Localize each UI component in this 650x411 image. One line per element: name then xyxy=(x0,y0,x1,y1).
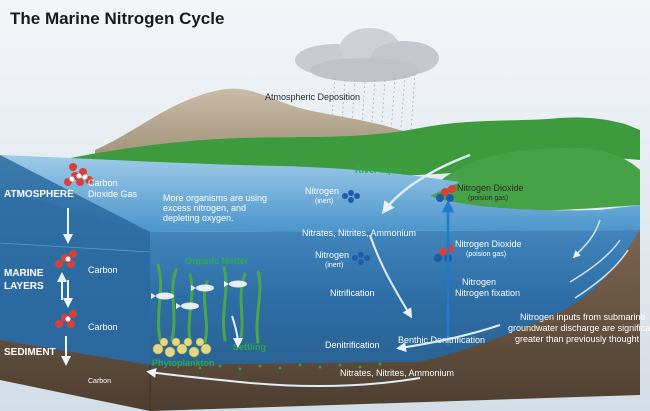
label-carbon-dioxide-2: Dioxide Gas xyxy=(88,189,138,199)
label-denitrification: Denitrification xyxy=(325,340,380,350)
label-groundwater-3: greater than previously thought xyxy=(515,334,640,344)
label-nitrates-bottom: Nitrates, Nitrites, Ammonium xyxy=(340,368,454,378)
label-carbon-dioxide-1: Carbon xyxy=(88,178,118,188)
label-organic-matter: Organic Matter xyxy=(185,256,249,266)
label-river-input: River Input xyxy=(355,165,402,175)
label-groundwater-1: Nitrogen inputs from submarine xyxy=(520,312,646,322)
rain-cloud-icon xyxy=(295,28,439,153)
label-more-organisms-1: More organisms are using xyxy=(163,193,267,203)
label-groundwater-2: groundwater discharge are significantly xyxy=(508,323,650,333)
seaweed-illustration xyxy=(156,263,262,344)
ocean-left-face xyxy=(0,155,150,385)
label-sediment: SEDIMENT xyxy=(4,347,56,358)
sediment-layer xyxy=(0,230,640,411)
label-atmospheric-deposition: Atmospheric Deposition xyxy=(265,92,360,102)
coastal-land xyxy=(430,147,640,212)
label-nitrogen-fixation-1: Nitrogen xyxy=(462,277,496,287)
diagram-title: The Marine Nitrogen Cycle xyxy=(10,9,224,28)
ocean-surface xyxy=(0,155,640,232)
label-nitrogen-inert-2: Nitrogen xyxy=(315,250,349,260)
label-carbon-mid: Carbon xyxy=(88,265,118,275)
co2-molecule-icon xyxy=(64,163,93,186)
label-carbon-low: Carbon xyxy=(88,322,118,332)
co2-molecule-icon xyxy=(55,250,77,268)
sediment-particles xyxy=(198,362,382,371)
label-more-organisms-2: excess nitrogen, and xyxy=(163,203,246,213)
label-nitrogen-inert-1-sub: (inert) xyxy=(315,198,333,205)
nitrogen-molecule-icon xyxy=(342,190,360,203)
label-phytoplankton: Phytoplankton xyxy=(152,358,215,368)
nitrogen-molecule-icon xyxy=(352,252,370,265)
arrow-river-input xyxy=(381,153,471,214)
phytoplankton-cluster xyxy=(152,337,212,358)
label-marine: MARINE xyxy=(4,268,44,279)
label-layers: LAYERS xyxy=(4,281,44,292)
label-carbon-sediment: Carbon xyxy=(88,378,111,385)
fish-icon xyxy=(151,280,247,310)
co2-molecule-icon xyxy=(55,310,77,328)
arrow-nitrification xyxy=(369,234,413,319)
arrow-settling xyxy=(231,315,243,348)
label-nitrogen-dioxide-1-sub: (poision gas) xyxy=(468,195,508,202)
label-nitrogen-inert-2-sub: (inert) xyxy=(325,262,343,269)
label-nitrification: Nitrification xyxy=(330,288,375,298)
label-nitrates-top: Nitrates, Nitrites, Ammonium xyxy=(302,228,416,238)
label-more-organisms-3: depleting oxygen. xyxy=(163,213,234,223)
arrow-benthic xyxy=(396,324,501,353)
label-nitrogen-dioxide-1: Nitrogen Dioxide xyxy=(457,183,524,193)
arrow-nitrates-bottom xyxy=(146,367,421,388)
groundwater-flow-lines xyxy=(569,219,629,299)
label-nitrogen-inert-1: Nitrogen xyxy=(305,186,339,196)
label-nitrogen-fixation-2: Nitrogen fixation xyxy=(455,288,520,298)
label-nitrogen-dioxide-2: Nitrogen Dioxide xyxy=(455,239,522,249)
label-atmosphere: ATMOSPHERE xyxy=(4,189,74,200)
label-settling: Settling xyxy=(233,342,266,352)
label-nitrogen-dioxide-2-sub: (poision gas) xyxy=(466,251,506,258)
